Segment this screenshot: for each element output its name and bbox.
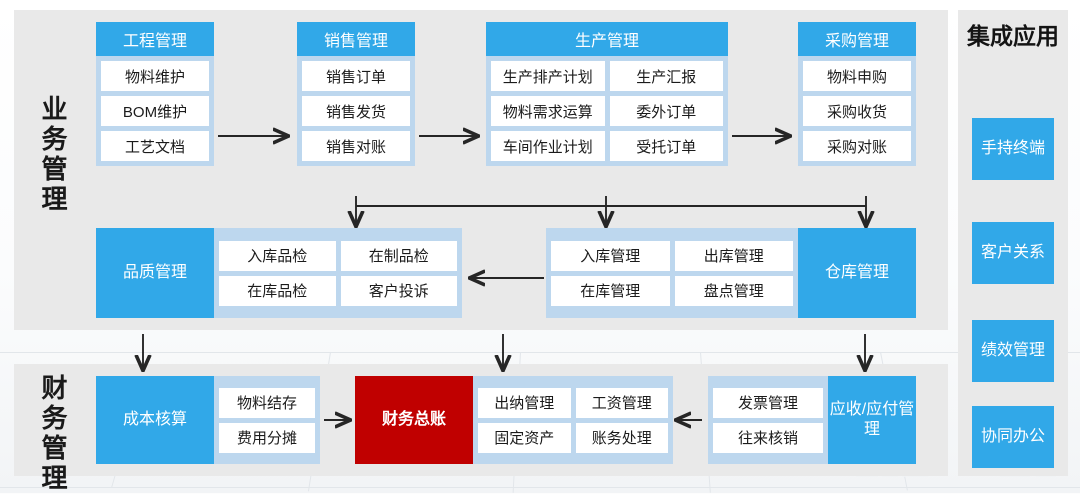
group-cost-accounting-title: 成本核算 [96, 376, 214, 464]
item-stocktake-management[interactable]: 盘点管理 [674, 275, 793, 306]
group-warehouse[interactable]: 入库管理 出库管理 在库管理 盘点管理 仓库管理 [546, 228, 916, 318]
group-receivable-payable-title: 应收/应付管理 [828, 376, 916, 464]
group-general-ledger-title: 财务总账 [355, 376, 473, 464]
group-purchasing-title: 采购管理 [798, 22, 916, 56]
item-invoice-management[interactable]: 发票管理 [713, 387, 823, 418]
group-sales-title: 销售管理 [297, 22, 415, 56]
group-production[interactable]: 生产管理 生产排产计划 生产汇报 物料需求运算 委外订单 车间作业计划 受托订单 [486, 22, 728, 166]
item-material-balance[interactable]: 物料结存 [219, 387, 315, 418]
item-inbound-inspection[interactable]: 入库品检 [219, 240, 336, 271]
business-management-label: 业务管理 [41, 94, 69, 214]
app-handheld-terminal[interactable]: 手持终端 [972, 118, 1054, 180]
app-collaborative-office[interactable]: 协同办公 [972, 406, 1054, 468]
item-purchase-receipt[interactable]: 采购收货 [803, 96, 911, 126]
group-purchasing[interactable]: 采购管理 物料申购 采购收货 采购对账 [798, 22, 916, 166]
item-accounting-process[interactable]: 账务处理 [575, 422, 668, 453]
item-workshop-plan[interactable]: 车间作业计划 [491, 131, 605, 161]
item-expense-allocation[interactable]: 费用分摊 [219, 422, 315, 453]
group-sales[interactable]: 销售管理 销售订单 销售发货 销售对账 [297, 22, 415, 166]
item-wip-inspection[interactable]: 在制品检 [340, 240, 457, 271]
item-bom-maintenance[interactable]: BOM维护 [101, 96, 209, 126]
item-cashier-management[interactable]: 出纳管理 [478, 387, 571, 418]
group-quality[interactable]: 品质管理 入库品检 在制品检 在库品检 客户投诉 [96, 228, 462, 318]
integrated-apps-title: 集成应用 [967, 23, 1059, 49]
group-general-ledger[interactable]: 财务总账 出纳管理 工资管理 固定资产 账务处理 [355, 376, 673, 464]
item-payroll-management[interactable]: 工资管理 [575, 387, 668, 418]
item-process-document[interactable]: 工艺文档 [101, 131, 209, 161]
item-material-maintenance[interactable]: 物料维护 [101, 61, 209, 91]
item-purchase-reconcile[interactable]: 采购对账 [803, 131, 911, 161]
finance-management-label: 财务管理 [41, 373, 69, 493]
item-sales-reconcile[interactable]: 销售对账 [302, 131, 410, 161]
item-entrusted-order[interactable]: 受托订单 [609, 131, 723, 161]
app-performance-management[interactable]: 绩效管理 [972, 320, 1054, 382]
item-production-report[interactable]: 生产汇报 [609, 61, 723, 91]
item-inbound-management[interactable]: 入库管理 [551, 240, 670, 271]
group-warehouse-title: 仓库管理 [798, 228, 916, 318]
item-outbound-management[interactable]: 出库管理 [674, 240, 793, 271]
group-engineering-title: 工程管理 [96, 22, 214, 56]
group-cost-accounting[interactable]: 成本核算 物料结存 费用分摊 [96, 376, 320, 464]
app-customer-relations[interactable]: 客户关系 [972, 222, 1054, 284]
item-stock-management[interactable]: 在库管理 [551, 275, 670, 306]
group-engineering[interactable]: 工程管理 物料维护 BOM维护 工艺文档 [96, 22, 214, 166]
item-mrp[interactable]: 物料需求运算 [491, 96, 605, 126]
group-production-title: 生产管理 [486, 22, 728, 56]
item-customer-complaint[interactable]: 客户投诉 [340, 275, 457, 306]
item-stock-inspection[interactable]: 在库品检 [219, 275, 336, 306]
group-receivable-payable[interactable]: 发票管理 往来核销 应收/应付管理 [708, 376, 916, 464]
item-fixed-assets[interactable]: 固定资产 [478, 422, 571, 453]
item-sales-order[interactable]: 销售订单 [302, 61, 410, 91]
group-quality-title: 品质管理 [96, 228, 214, 318]
item-material-requisition[interactable]: 物料申购 [803, 61, 911, 91]
item-ar-ap-writeoff[interactable]: 往来核销 [713, 422, 823, 453]
item-outsourcing-order[interactable]: 委外订单 [609, 96, 723, 126]
item-production-schedule[interactable]: 生产排产计划 [491, 61, 605, 91]
item-sales-delivery[interactable]: 销售发货 [302, 96, 410, 126]
